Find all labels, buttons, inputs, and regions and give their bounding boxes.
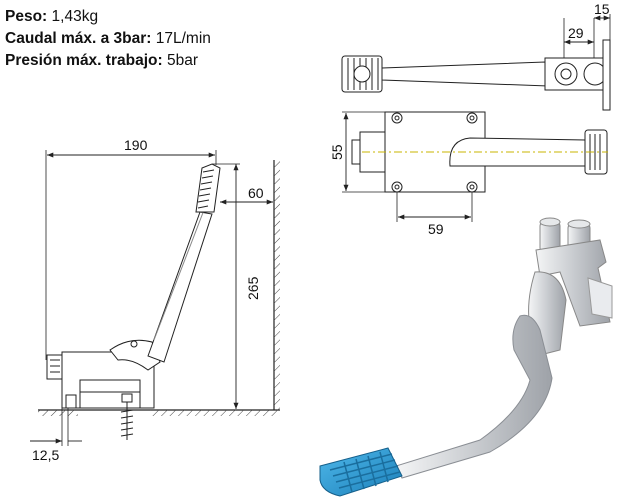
product-photo <box>319 217 613 497</box>
dim-29: 29 <box>568 25 584 41</box>
spec-pressure: Presión máx. trabajo: 5bar <box>5 50 211 72</box>
spec-value: 1,43kg <box>51 8 99 25</box>
dim-15: 15 <box>594 1 610 17</box>
spec-label: Presión máx. trabajo: <box>5 52 163 69</box>
spec-list: Peso: 1,43kg Caudal máx. a 3bar: 17L/min… <box>5 6 211 72</box>
spec-weight: Peso: 1,43kg <box>5 6 211 28</box>
dim-59: 59 <box>428 221 444 237</box>
spec-value: 5bar <box>166 52 198 69</box>
spec-flow: Caudal máx. a 3bar: 17L/min <box>5 28 211 50</box>
side-view <box>30 150 280 446</box>
top-view <box>341 14 611 111</box>
spec-value: 17L/min <box>155 30 211 47</box>
dim-12-5: 12,5 <box>32 447 59 463</box>
dim-60: 60 <box>248 185 264 201</box>
dim-55: 55 <box>329 144 345 160</box>
spec-label: Peso: <box>5 8 48 25</box>
spec-label: Caudal máx. a 3bar: <box>5 30 152 47</box>
dim-265: 265 <box>245 276 261 300</box>
plan-view <box>342 111 608 222</box>
dim-190: 190 <box>124 137 148 153</box>
